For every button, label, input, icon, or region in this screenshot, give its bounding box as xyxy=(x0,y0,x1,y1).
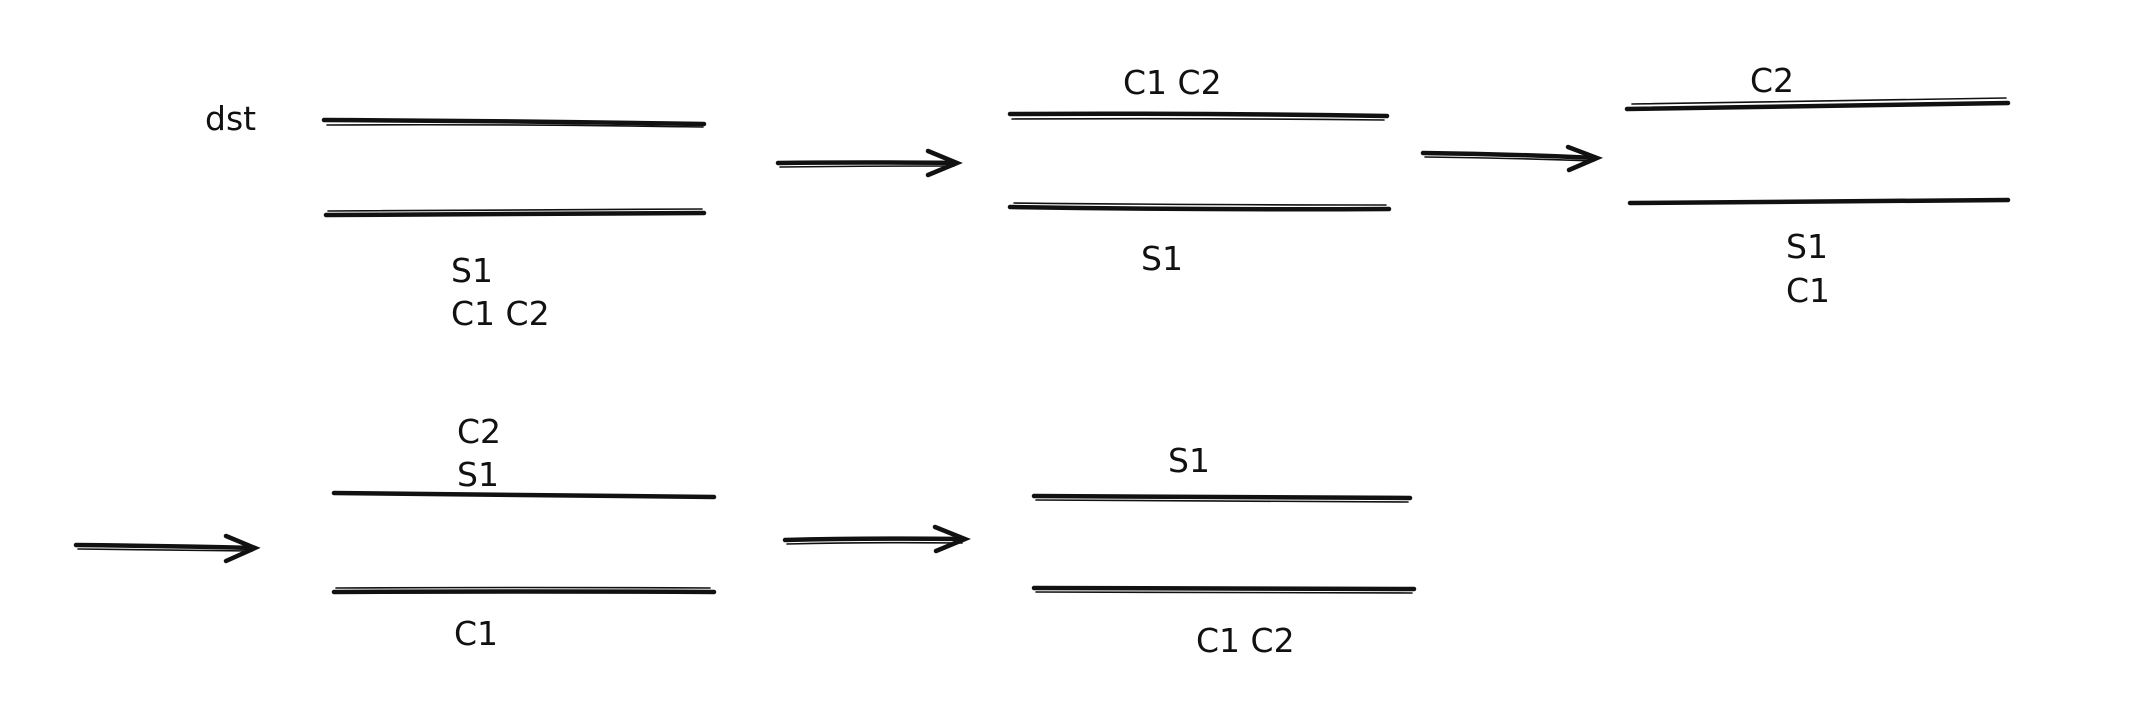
stage-3-bottom-label-2: C1 xyxy=(1786,271,1830,310)
arrow-1-head xyxy=(925,148,963,178)
arrow-1-shaft xyxy=(775,160,959,166)
stage-5-top-label-2: S1 xyxy=(1168,441,1210,480)
stage-1: S1 C1 C2 xyxy=(321,117,707,333)
stage-5: S1 C1 C2 xyxy=(1031,441,1417,660)
stage-2-top-label-2: C1 C2 xyxy=(1123,63,1222,102)
stage-4: C2 S1 C1 xyxy=(331,412,717,653)
arrow-3-head xyxy=(223,533,261,564)
stage-3-top-label-2: C2 xyxy=(1750,61,1794,100)
arrow-4 xyxy=(782,524,971,554)
stage-1-top-line xyxy=(321,117,707,127)
stage-2-top-line xyxy=(1007,111,1390,119)
stage-1-bottom-line xyxy=(323,210,707,218)
arrow-4-shaft xyxy=(782,536,967,543)
stage-2-bottom-label-1: S1 xyxy=(1141,239,1183,278)
stage-5-bottom-label-1: C1 C2 xyxy=(1196,621,1295,660)
arrow-2-shaft xyxy=(1420,150,1599,161)
stage-3-top-line xyxy=(1624,100,2011,112)
stage-3: C2 S1 C1 xyxy=(1624,61,2011,310)
stage-4-bottom-line xyxy=(331,589,717,595)
stage-1-bottom-label-1: S1 xyxy=(451,251,493,290)
stage-3-bottom-line xyxy=(1627,197,2011,206)
arrow-1 xyxy=(775,148,963,178)
stage-3-bottom-label-1: S1 xyxy=(1786,227,1828,266)
stage-2-bottom-line xyxy=(1007,204,1392,212)
stage-1-bottom-label-2: C1 C2 xyxy=(451,294,550,333)
dst-label: dst xyxy=(205,99,256,138)
stage-5-top-line xyxy=(1031,493,1413,501)
stage-4-top-label-2: S1 xyxy=(457,455,499,494)
stage-4-top-line xyxy=(331,490,717,500)
arrow-3 xyxy=(73,533,261,564)
arrow-4-head xyxy=(932,524,971,554)
stage-4-top-label-1: C2 xyxy=(457,412,501,451)
stage-2: C1 C2 S1 xyxy=(1007,63,1392,278)
arrow-2 xyxy=(1420,144,1604,173)
arrow-3-shaft xyxy=(73,542,257,551)
arrow-2-head xyxy=(1565,144,1604,173)
stage-4-bottom-label-1: C1 xyxy=(454,614,498,653)
stage-5-bottom-line xyxy=(1031,585,1417,592)
